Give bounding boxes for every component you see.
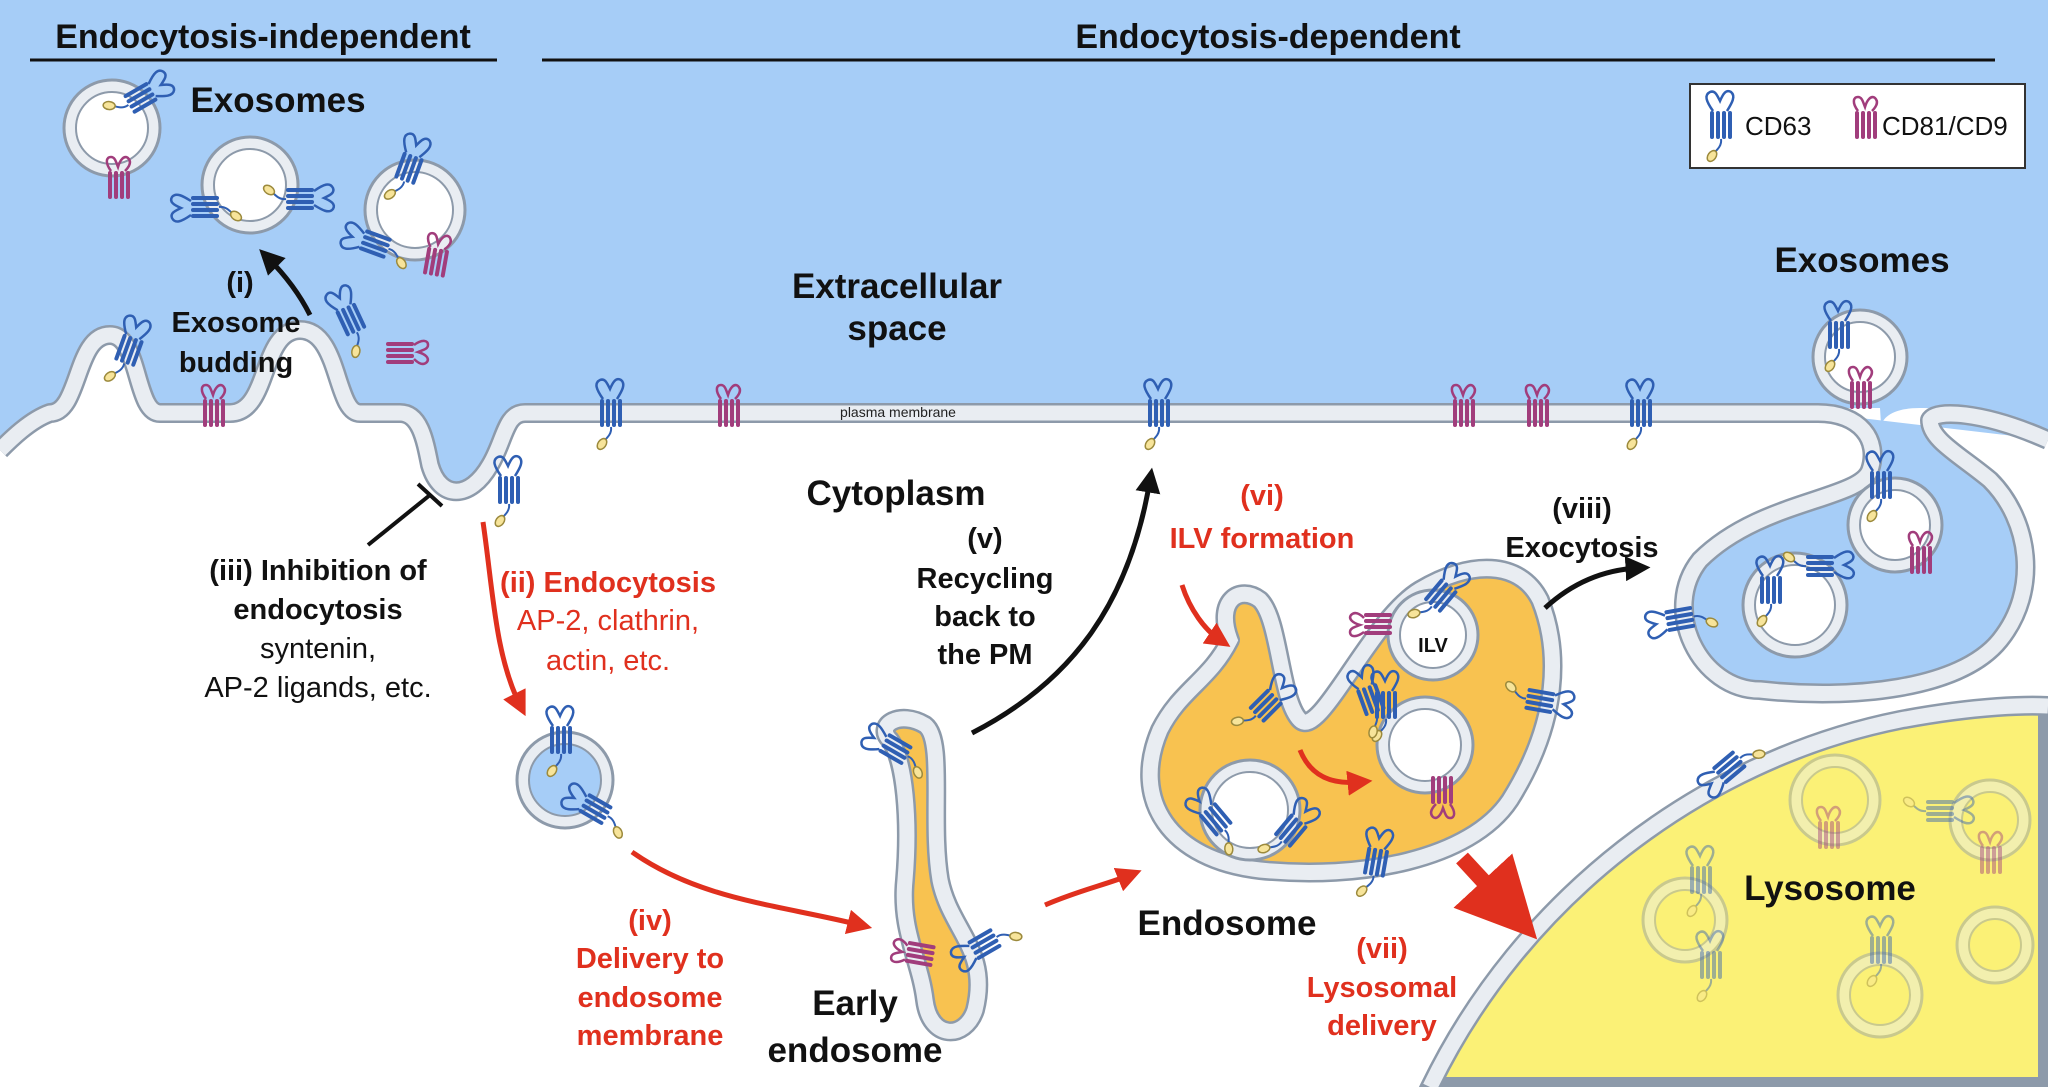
ilv-label: ILV [1418,635,1448,657]
step-viii-num: (viii) [1552,493,1612,525]
plasma-membrane-label: plasma membrane [840,404,956,420]
step-i-num: (i) [226,267,253,299]
endosome-label: Endosome [1138,904,1317,943]
step-iv-line1: Delivery to [576,943,724,975]
early-endosome-label-1: Early [812,984,898,1023]
exosome-vesicle [62,78,162,178]
step-ii-line2: actin, etc. [546,645,670,677]
extracellular-label-1: Extracellular [792,267,1002,306]
step-vi-line1: ILV formation [1170,523,1355,555]
step-iii-line4: AP-2 ligands, etc. [204,672,431,704]
legend-cd81-label: CD81/CD9 [1882,111,2008,141]
arrow-ilv [1179,584,1231,647]
step-vi-num: (vi) [1240,480,1284,512]
arrow-to-endosome [1044,868,1142,908]
early-endosome-label-2: endosome [767,1031,942,1070]
step-vii-num: (vii) [1356,933,1408,965]
ilv-vesicle [1198,758,1302,862]
step-iii-line2: endocytosis [233,594,402,626]
arrow-endocytosis [480,521,526,717]
step-v-num: (v) [967,523,1002,555]
lysosome-label: Lysosome [1744,869,1916,908]
header-independent: Endocytosis-independent [55,18,471,56]
arrow-inhibition [366,493,432,547]
ilv-vesicle [1375,695,1475,795]
degraded-vesicle [1641,876,1729,964]
step-ii-line1: AP-2, clathrin, [517,605,699,637]
exosome-vesicle [200,135,300,235]
ilv-vesicle [1846,476,1944,574]
header-dependent: Endocytosis-dependent [1075,18,1460,56]
exosomes-left-label: Exosomes [190,81,365,120]
step-ii-title: (ii) Endocytosis [500,567,716,599]
arrow-inhibition-bar [416,482,444,508]
arrow-delivery [630,849,873,935]
step-i-line2: budding [179,347,293,379]
step-iv-line3: membrane [577,1020,724,1052]
step-v-line2: back to [934,601,1036,633]
arrow-lysosomal [1453,852,1538,940]
step-v-line3: the PM [937,639,1032,671]
arrow-exocytosis [1543,556,1651,610]
degraded-vesicle [1955,905,2035,985]
degraded-vesicle [1788,753,1882,847]
arrow-budding [259,249,313,317]
arrow-recycling [970,467,1161,736]
arrow-ilv-inner [1297,748,1373,796]
legend-cd63-label: CD63 [1745,111,1811,141]
step-vii-line1: Lysosomal [1307,972,1457,1004]
step-i-line1: Exosome [172,307,301,339]
step-iv-num: (iv) [628,905,672,937]
cytoplasm-label: Cytoplasm [807,474,986,513]
degraded-vesicle [1948,778,2032,862]
exosomes-right-label: Exosomes [1774,241,1949,280]
extracellular-label-2: space [847,309,946,348]
extracellular-space [0,0,2048,492]
degraded-vesicle [1836,951,1924,1039]
step-iii-line1: (iii) Inhibition of [209,555,427,587]
step-v-line1: Recycling [917,563,1054,595]
step-iii-line3: syntenin, [260,633,376,665]
step-iv-line2: endosome [577,982,722,1014]
step-vii-line2: delivery [1327,1010,1437,1042]
step-viii-line1: Exocytosis [1505,532,1658,564]
